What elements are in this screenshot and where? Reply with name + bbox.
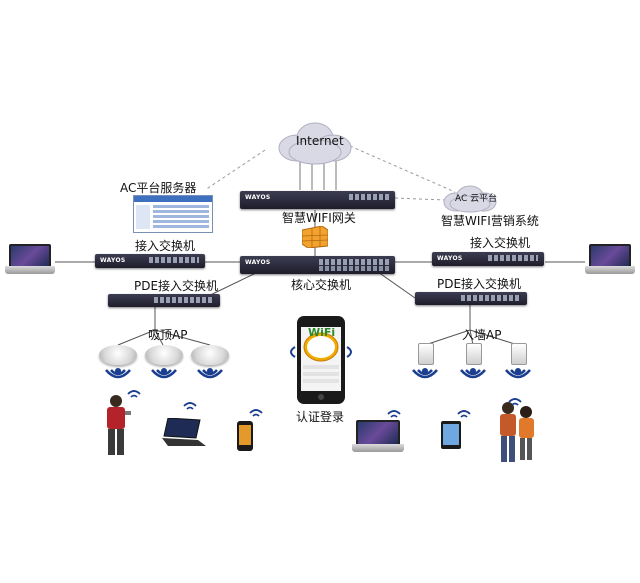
- access-left-ports: [149, 257, 199, 263]
- dashed-link-internet-server: [204, 149, 266, 191]
- wifi-signal-icon: [151, 367, 177, 379]
- gateway-ports: [349, 194, 389, 200]
- ac-server-label: AC平台服务器: [120, 181, 197, 195]
- smartphone-bottom-left-icon: [237, 421, 253, 451]
- gateway-label: 智慧WIFI网关: [282, 211, 356, 225]
- smartphone-auth-icon: [297, 316, 345, 404]
- firewall-icon: [302, 226, 328, 248]
- ac-cloud-label: AC 云平台: [455, 194, 498, 204]
- dashed-link-internet-cloud: [349, 145, 456, 193]
- wifi-signal-icon: [412, 367, 438, 379]
- core-switch-brand: WAYOS: [245, 259, 271, 266]
- link-pde-wall-aps: [424, 305, 519, 346]
- wall-ap-2-icon: [466, 343, 482, 365]
- access-right-brand: WAYOS: [437, 255, 463, 262]
- wall-ap-1-icon: [418, 343, 434, 365]
- tablet-icon: [441, 421, 461, 449]
- laptop-bottom-left-icon: [162, 418, 206, 446]
- dashed-link-gateway-cloud: [394, 197, 446, 201]
- wifi-signal-icon: [105, 367, 131, 379]
- wifi-signal-small-icon: [183, 402, 197, 410]
- access-left-brand: WAYOS: [100, 257, 126, 264]
- link-core-pde-right: [377, 271, 416, 299]
- ceiling-ap-2-icon: [145, 345, 183, 365]
- couple-with-phones-icon: [500, 402, 534, 462]
- internet-cloud-icon: [278, 122, 352, 165]
- access-switch-right-label: 接入交换机: [470, 236, 531, 250]
- pde-right-ports: [461, 295, 521, 301]
- gateway-brand: WAYOS: [245, 194, 271, 201]
- wifi-signal-icon: [505, 367, 531, 379]
- access-switch-right-device: WAYOS: [432, 252, 544, 266]
- wifi-signal-small-icon: [249, 409, 263, 417]
- link-pde-ceiling-aps: [117, 305, 211, 346]
- wall-ap-3-icon: [511, 343, 527, 365]
- person-with-phone-icon: [107, 395, 131, 455]
- wifi-signal-icon: [460, 367, 486, 379]
- ac-cloud-icon: [443, 185, 497, 213]
- phone-wifi-logo-text: WiFi: [308, 326, 336, 339]
- laptop-bottom-right-icon: [352, 420, 404, 452]
- access-switch-left-device: WAYOS: [95, 254, 205, 268]
- ac-server-screen-icon: [133, 195, 213, 233]
- pde-switch-right-label: PDE接入交换机: [437, 277, 522, 291]
- internet-label: Internet: [296, 134, 344, 148]
- core-switch-device: WAYOS: [240, 256, 395, 274]
- wall-ap-label: 入墙AP: [462, 328, 502, 342]
- laptop-left-icon: [5, 244, 55, 274]
- wifi-signal-icon: [197, 367, 223, 379]
- link-internet-gateway: [299, 160, 337, 190]
- wifi-signal-small-icon: [387, 410, 401, 418]
- wifi-signal-small-icon: [508, 398, 522, 406]
- ceiling-ap-1-icon: [99, 345, 137, 365]
- pde-switch-left-label: PDE接入交换机: [134, 279, 219, 293]
- core-switch-label: 核心交换机: [291, 278, 352, 292]
- pde-left-ports: [154, 297, 214, 303]
- wifi-gateway-device: WAYOS: [240, 191, 395, 209]
- auth-login-label: 认证登录: [296, 410, 345, 424]
- pde-switch-right-device: [415, 292, 527, 305]
- wifi-arc-right-icon: [346, 346, 352, 358]
- marketing-system-label: 智慧WIFI营销系统: [441, 214, 539, 228]
- access-switch-left-label: 接入交换机: [135, 239, 196, 253]
- pde-switch-left-device: [108, 294, 220, 307]
- ceiling-ap-3-icon: [191, 345, 229, 365]
- core-switch-ports-bottom: [319, 266, 389, 271]
- ceiling-ap-label: 吸顶AP: [148, 328, 188, 342]
- wifi-signal-small-icon: [457, 410, 471, 418]
- access-right-ports: [488, 255, 538, 261]
- laptop-right-icon: [585, 244, 635, 274]
- wifi-arc-left-icon: [290, 346, 296, 358]
- wifi-signal-small-icon: [127, 390, 141, 398]
- core-switch-ports-top: [319, 259, 389, 265]
